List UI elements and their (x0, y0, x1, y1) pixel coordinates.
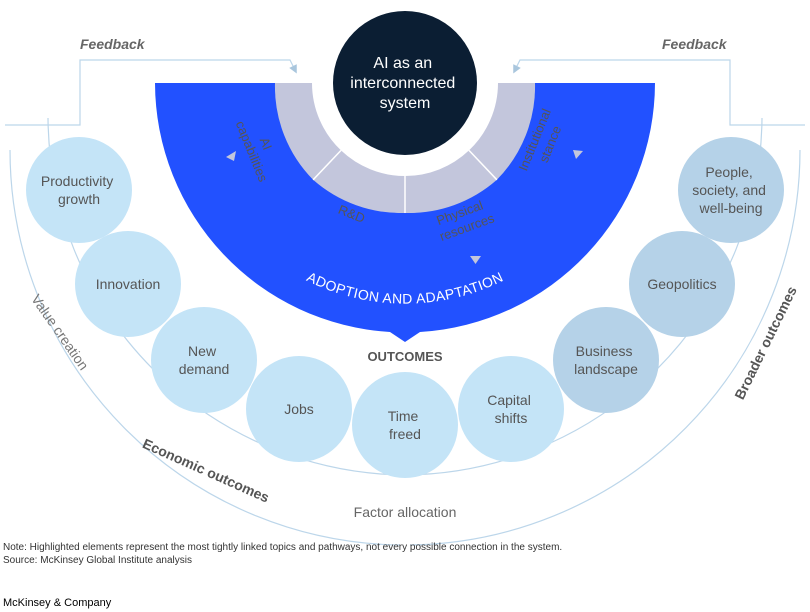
broader-outcomes-label: Broader outcomes (731, 284, 800, 402)
circle-geopolitics (629, 231, 735, 337)
circle-label-people-society: People, society, and well-being (692, 164, 770, 216)
adoption-band (155, 83, 655, 342)
outer-arc-left (9, 149, 401, 546)
circle-business-landscape (553, 307, 659, 413)
arrow-institutional-stance (573, 150, 583, 159)
outcomes-title: OUTCOMES (367, 349, 442, 364)
feedback-label-right: Feedback (662, 36, 728, 52)
arrow-ai-capabilities (226, 151, 236, 161)
feedback-arrow-left (5, 59, 297, 126)
circle-label-business-landscape: Business landscape (574, 343, 638, 377)
ring-segment-institutional-stance (469, 83, 536, 180)
circle-label-geopolitics: Geopolitics (647, 276, 716, 292)
economic-outcomes-label: Economic outcomes (140, 435, 272, 505)
ring-segment-rd (313, 150, 405, 214)
circle-label-productivity-growth: Productivity growth (41, 173, 117, 207)
outcome-circles (26, 137, 784, 478)
circle-new-demand (151, 307, 257, 413)
circle-label-innovation: Innovation (96, 276, 161, 292)
ring-segment-ai-capabilities (274, 83, 341, 180)
circle-label-new-demand: New demand (179, 343, 230, 377)
circle-innovation (75, 231, 181, 337)
circle-label-jobs: Jobs (284, 401, 314, 417)
feedback-arrow-right (513, 59, 805, 126)
circle-label-time-freed: Time freed (388, 408, 422, 442)
circle-time-freed (352, 372, 458, 478)
footnote: Note: Highlighted elements represent the… (3, 542, 563, 553)
arrow-physical-resources (470, 256, 481, 264)
circle-capital-shifts (458, 356, 564, 462)
feedback-label-left: Feedback (80, 36, 146, 52)
ring-dividers (312, 149, 498, 213)
brand-logo-text: McKinsey & Company (3, 597, 112, 609)
center-label: AI as an interconnected system (350, 55, 459, 112)
circle-label-capital-shifts: Capital shifts (487, 392, 534, 426)
outer-arc-right (409, 149, 801, 546)
circle-people-society (678, 137, 784, 243)
factor-allocation-label: Factor allocation (354, 504, 457, 520)
circle-productivity-growth (26, 137, 132, 243)
ring-segment-physical-resources (405, 150, 497, 214)
center-circle (333, 11, 477, 155)
circle-jobs (246, 356, 352, 462)
source-note: Source: McKinsey Global Institute analys… (3, 555, 192, 566)
